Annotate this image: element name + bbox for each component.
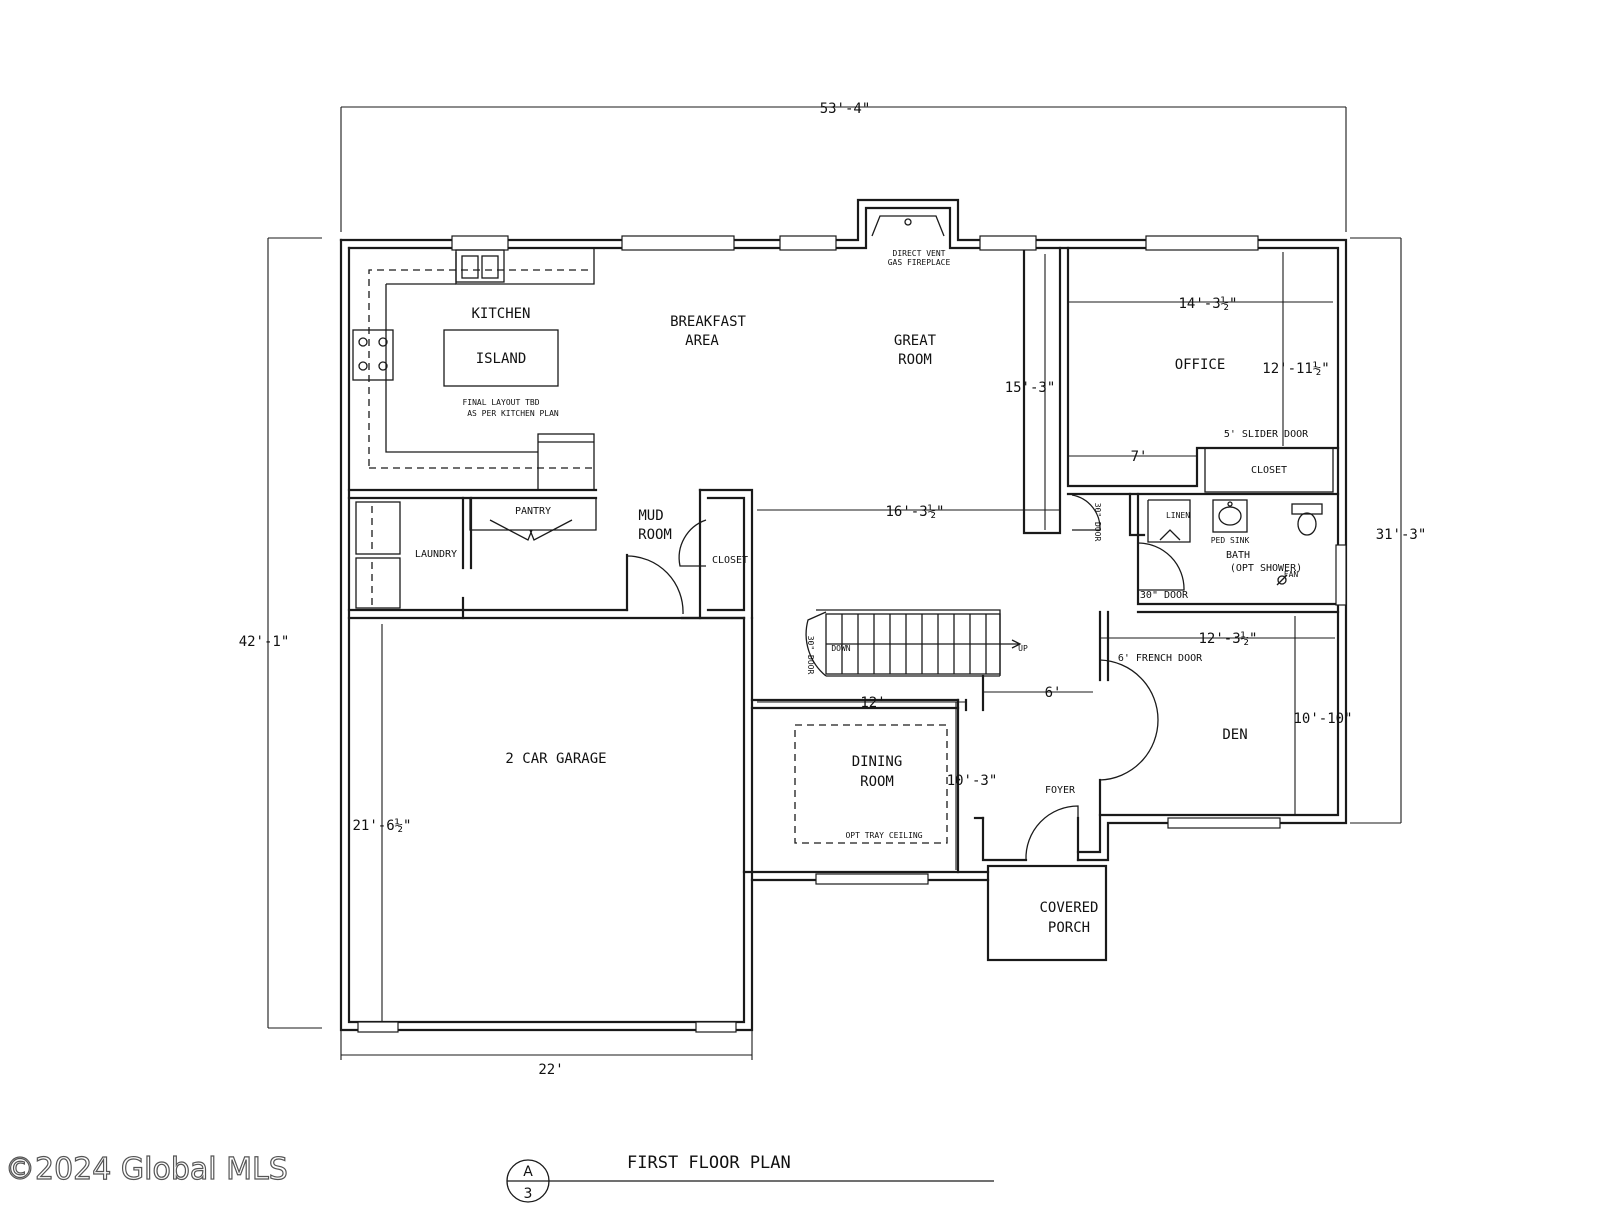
dim-great-room-width: 16'-3½" bbox=[885, 504, 944, 520]
label-stair-down: DOWN bbox=[831, 644, 850, 653]
dim-foyer-width: 6' bbox=[1045, 685, 1062, 701]
label-island: ISLAND bbox=[476, 351, 527, 367]
label-french-door: 6' FRENCH DOOR bbox=[1118, 653, 1203, 664]
label-office-closet: CLOSET bbox=[1251, 465, 1287, 476]
label-dining-1: DINING bbox=[852, 754, 903, 770]
label-tray-ceiling: OPT TRAY CEILING bbox=[845, 831, 922, 840]
label-breakfast-2: AREA bbox=[685, 333, 719, 349]
cooktop bbox=[352, 329, 394, 381]
label-dining-2: ROOM bbox=[860, 774, 894, 790]
label-foyer: FOYER bbox=[1045, 785, 1076, 796]
label-garage: 2 CAR GARAGE bbox=[505, 751, 606, 767]
label-pantry: PANTRY bbox=[515, 506, 551, 517]
dim-overall-depth: 42'-1" bbox=[239, 634, 290, 650]
kitchen-island bbox=[443, 329, 559, 387]
toilet bbox=[1291, 503, 1323, 515]
label-bath-2: (OPT SHOWER) bbox=[1230, 563, 1302, 574]
dim-office-closet-offset: 7' bbox=[1131, 449, 1148, 465]
label-mud-2: ROOM bbox=[638, 527, 672, 543]
dim-overall-width: 53'-4" bbox=[820, 101, 871, 117]
door-swings bbox=[626, 494, 1185, 861]
kitchen-sink bbox=[455, 249, 505, 283]
label-linen: LINEN bbox=[1166, 511, 1190, 520]
label-breakfast-1: BREAKFAST bbox=[670, 314, 746, 330]
sheet-marker-bottom: 3 bbox=[524, 1186, 533, 1202]
dim-dining-width: 12' bbox=[860, 695, 885, 711]
dim-den-width: 12'-3½" bbox=[1198, 631, 1257, 647]
label-kitchen-note-1: FINAL LAYOUT TBD bbox=[462, 398, 539, 407]
label-laundry: LAUNDRY bbox=[415, 549, 457, 560]
label-den: DEN bbox=[1222, 727, 1247, 743]
windows bbox=[357, 235, 1347, 1033]
kitchen-fixtures bbox=[352, 248, 595, 609]
drawing-title: FIRST FLOOR PLAN bbox=[627, 1153, 791, 1173]
tray-ceiling-outline bbox=[794, 724, 948, 844]
dim-office-depth: 12'-11½" bbox=[1262, 361, 1329, 377]
label-fan: FAN bbox=[1284, 570, 1299, 579]
title-block: A 3 FIRST FLOOR PLAN bbox=[506, 1153, 994, 1203]
label-porch-2: PORCH bbox=[1048, 920, 1090, 936]
walls bbox=[339, 198, 1348, 1032]
dim-den-depth: 10'-10" bbox=[1293, 711, 1352, 727]
label-stair-up: UP bbox=[1018, 644, 1028, 653]
label-mud-1: MUD bbox=[638, 508, 663, 524]
dim-dining-depth: 10'-3" bbox=[947, 773, 998, 789]
label-door-30-a: 30" DOOR bbox=[1093, 503, 1102, 542]
label-porch-1: COVERED bbox=[1039, 900, 1098, 916]
dimension-labels: 53'-4" 42'-1" 31'-3" 22' 21'-6½" 14'-3½"… bbox=[239, 101, 1427, 1078]
dim-office-width: 14'-3½" bbox=[1178, 296, 1237, 312]
label-great-2: ROOM bbox=[898, 352, 932, 368]
label-office: OFFICE bbox=[1175, 357, 1226, 373]
label-fireplace-1: DIRECT VENT bbox=[893, 249, 946, 258]
bath-fixtures bbox=[1159, 499, 1323, 586]
dim-right-depth: 31'-3" bbox=[1376, 527, 1427, 543]
dim-great-room-depth: 15'-3" bbox=[1005, 380, 1056, 396]
dim-garage-width: 22' bbox=[538, 1062, 563, 1078]
label-ped-sink: PED SINK bbox=[1211, 536, 1250, 545]
label-kitchen: KITCHEN bbox=[471, 306, 530, 322]
label-door-30-c: 30" DOOR bbox=[806, 636, 815, 675]
dimension-lines bbox=[267, 106, 1402, 1060]
label-door-30-b: 30" DOOR bbox=[1140, 590, 1189, 601]
room-labels: KITCHEN ISLAND FINAL LAYOUT TBD AS PER K… bbox=[415, 249, 1309, 936]
sheet-marker-top: A bbox=[523, 1164, 533, 1180]
copyright-watermark: ©2024 Global MLS bbox=[5, 1152, 288, 1187]
label-mud-closet: CLOSET bbox=[712, 555, 748, 566]
staircase bbox=[825, 613, 1022, 675]
label-slider-door: 5' SLIDER DOOR bbox=[1224, 429, 1309, 440]
label-great-1: GREAT bbox=[894, 333, 937, 349]
dim-garage-depth: 21'-6½" bbox=[352, 818, 411, 834]
pedestal-sink bbox=[1212, 499, 1248, 533]
label-bath-1: BATH bbox=[1226, 550, 1250, 561]
label-kitchen-note-2: AS PER KITCHEN PLAN bbox=[467, 409, 559, 418]
label-fireplace-2: GAS FIREPLACE bbox=[888, 258, 951, 267]
